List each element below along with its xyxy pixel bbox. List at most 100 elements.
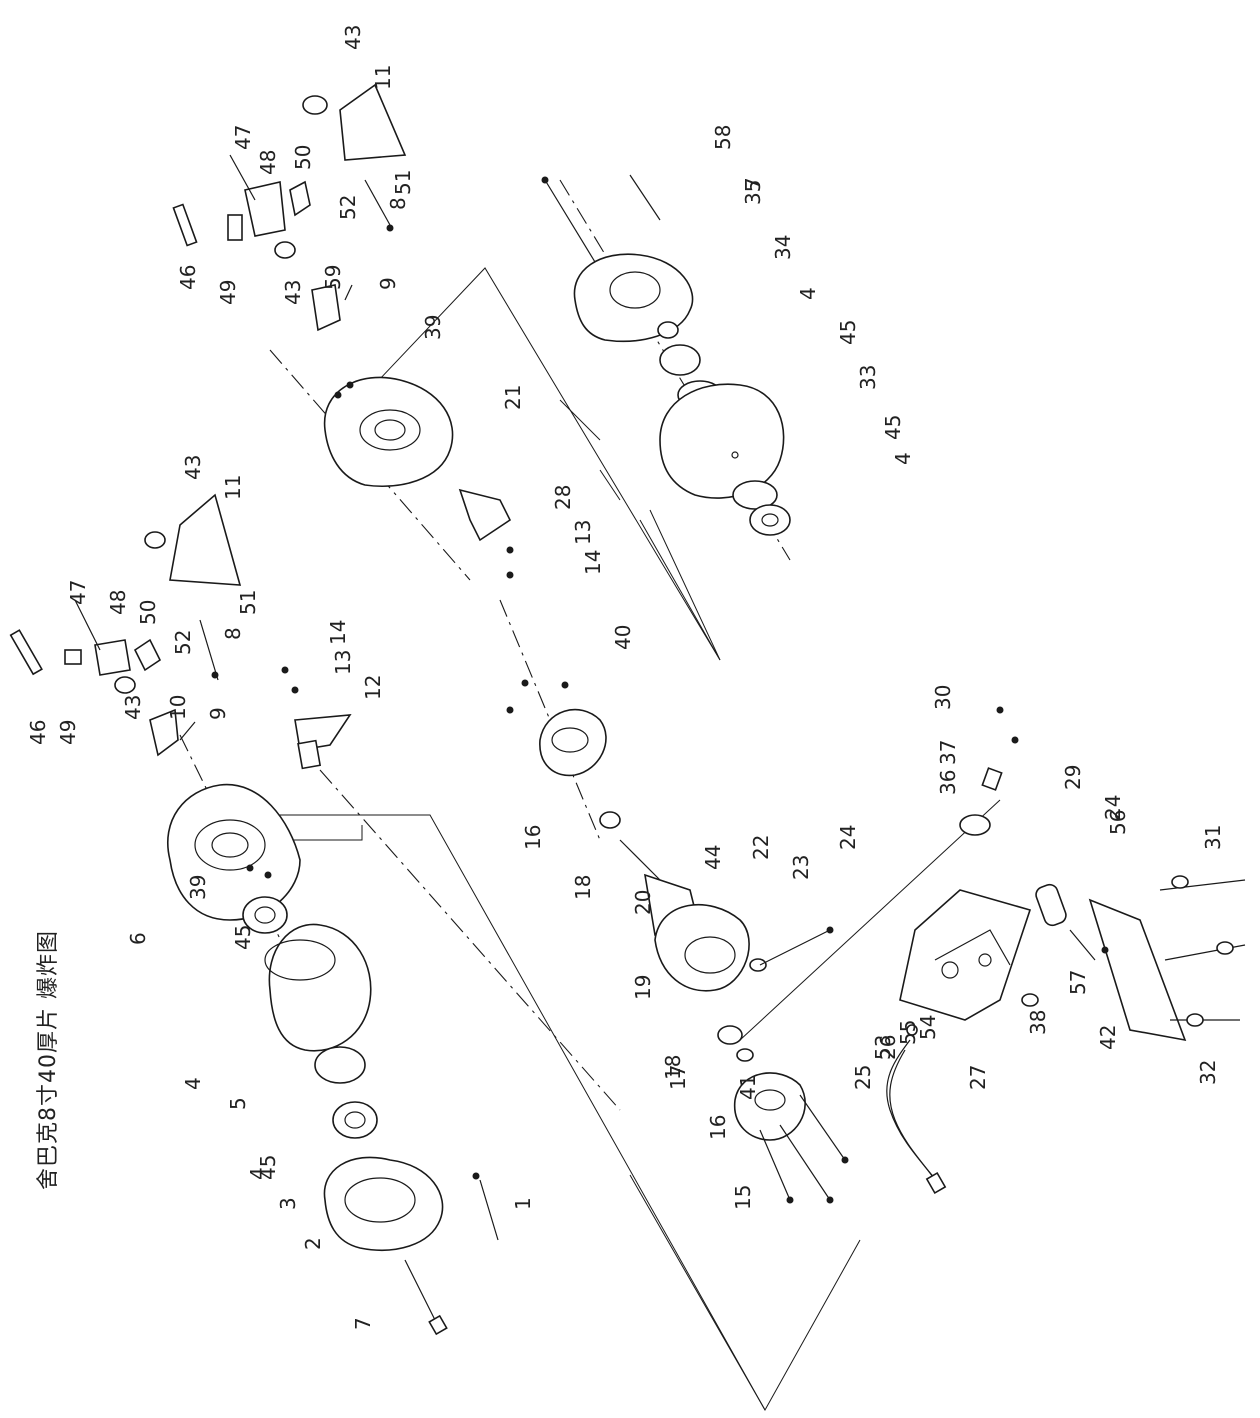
label: 40: [611, 625, 635, 650]
shield-11-right: [339, 83, 407, 161]
label: 55: [896, 1020, 920, 1045]
part-22: [749, 958, 767, 972]
label: 4: [891, 452, 915, 465]
label: 12: [361, 675, 385, 700]
label: 46: [176, 265, 200, 290]
knob-43-right-bottom: [274, 241, 296, 259]
motor-assembly: [506, 679, 849, 1204]
block-49-right: [227, 214, 243, 241]
right-guard-21: [323, 376, 514, 579]
label: 2: [301, 1237, 325, 1250]
blotter-45: [314, 1046, 366, 1084]
label: 3: [276, 1197, 300, 1210]
label: 7: [741, 177, 765, 190]
plate-46-right: [172, 203, 198, 247]
grinding-wheel-5: [268, 923, 372, 1052]
label: 29: [1061, 765, 1085, 790]
label: 23: [789, 855, 813, 880]
label: 11: [221, 475, 245, 500]
label: 43: [341, 25, 365, 50]
nut-34: [657, 321, 679, 339]
bracket-48-right: [244, 181, 286, 237]
label: 58: [711, 125, 735, 150]
assembly-lines: [178, 179, 1001, 1412]
block-49-left: [64, 649, 82, 665]
label: 36: [936, 770, 960, 795]
support-28: [458, 488, 512, 542]
left-eyeshield-assembly: [9, 493, 352, 770]
arm-10: [149, 708, 179, 757]
strain-relief-53: [906, 1024, 918, 1036]
label: 57: [1066, 970, 1090, 995]
inner-guard-2: [323, 1156, 444, 1251]
right-wheel-assembly: [541, 174, 791, 536]
shield-11-left: [169, 493, 242, 586]
label: 41: [736, 1075, 760, 1100]
label: 43: [121, 695, 145, 720]
bottom-plate-42: [1088, 898, 1187, 1042]
knob-43-left-bottom: [114, 676, 136, 694]
cord-25: [886, 1039, 941, 1186]
knob-43-left-top: [144, 531, 166, 549]
label: 26: [876, 1035, 900, 1060]
foot-31: [1171, 875, 1189, 889]
plug: [925, 1171, 947, 1195]
knob-43-right-top: [302, 95, 328, 115]
bearing-18-bottom: [717, 1025, 743, 1045]
label: 28: [551, 485, 575, 510]
label: 52: [171, 630, 195, 655]
end-cover-16-bottom: [733, 1072, 806, 1141]
bearing-18-top: [599, 811, 621, 829]
label: 48: [256, 150, 280, 175]
label: 27: [966, 1065, 990, 1090]
label: 54: [916, 1015, 940, 1040]
clip-50-left: [133, 638, 162, 672]
label: 51: [391, 170, 415, 195]
label: 45: [881, 415, 905, 440]
switch-plate-36: [959, 814, 991, 836]
label: 8: [386, 197, 410, 210]
label: 31: [1201, 825, 1225, 850]
label: 45: [256, 1155, 280, 1180]
label: 1: [511, 1197, 535, 1210]
label: 9: [206, 707, 230, 720]
label: 44: [701, 845, 725, 870]
label: 4: [246, 1167, 270, 1180]
bracket-48-left: [94, 639, 131, 676]
foot-32-a: [1216, 941, 1234, 955]
label: 4: [796, 287, 820, 300]
label: 35: [741, 180, 765, 205]
flange-4-right-b: [749, 504, 791, 536]
label: 47: [66, 580, 90, 605]
label: 24: [1101, 795, 1125, 820]
label: 22: [749, 835, 773, 860]
flange-4b: [332, 1101, 378, 1139]
foot-38: [1021, 993, 1039, 1007]
label: 43: [281, 280, 305, 305]
label: 20: [631, 890, 655, 915]
base-27: [899, 889, 1032, 1021]
switch-37: [981, 767, 1003, 791]
label: 56: [1106, 810, 1130, 835]
label: 46: [26, 720, 50, 745]
clip-50-right: [289, 180, 311, 217]
label: 33: [856, 365, 880, 390]
label: 53: [871, 1035, 895, 1060]
blotter-45-right-b: [732, 480, 778, 510]
capacitor-29: [1035, 883, 1067, 927]
flange-4: [242, 896, 288, 934]
flange-4-right: [659, 344, 701, 376]
label: 59: [321, 265, 345, 290]
washer-17: [736, 1048, 754, 1062]
label: 15: [731, 1185, 755, 1210]
label: 6: [126, 932, 150, 945]
label: 18: [661, 1055, 685, 1080]
stator-19: [654, 903, 750, 992]
label: 18: [571, 875, 595, 900]
label: 21: [501, 385, 525, 410]
label: 52: [336, 195, 360, 220]
label: 45: [836, 320, 860, 345]
label: 47: [231, 125, 255, 150]
part-labels: 1 2 3 4 4 4 4 5 6 7 7 8 8 9 9 10 11 11 1…: [26, 25, 1225, 1330]
